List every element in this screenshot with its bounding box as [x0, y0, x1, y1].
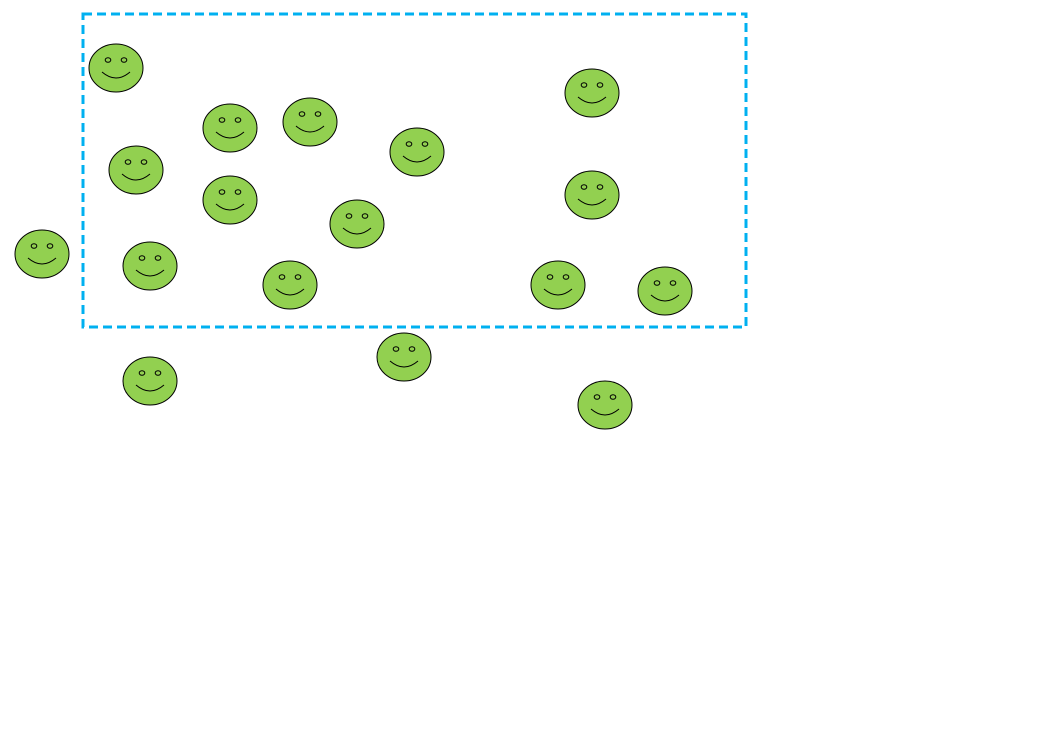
face-head	[530, 260, 586, 310]
smiley-face-icon	[122, 356, 178, 406]
face-head	[637, 266, 693, 316]
smiley-face-icon	[202, 175, 258, 225]
smiley-face-icon	[577, 380, 633, 430]
smile-mouth	[577, 96, 607, 104]
smiley-face-icon	[282, 97, 338, 147]
smile-mouth	[590, 408, 620, 416]
right-eye	[314, 111, 322, 117]
face-head	[202, 175, 258, 225]
smiley-face-icon	[122, 241, 178, 291]
smile-mouth	[135, 269, 165, 277]
left-eye	[298, 111, 306, 117]
right-eye	[154, 255, 162, 261]
smiley-face-icon	[262, 260, 318, 310]
smiley-face-icon	[389, 127, 445, 177]
right-eye	[609, 394, 617, 400]
left-eye	[104, 57, 112, 63]
face-head	[389, 127, 445, 177]
right-eye	[154, 370, 162, 376]
smile-mouth	[295, 125, 325, 133]
smile-mouth	[543, 288, 573, 296]
right-eye	[120, 57, 128, 63]
face-head	[14, 229, 70, 279]
smiley-face-icon	[108, 145, 164, 195]
face-head	[282, 97, 338, 147]
right-eye	[596, 184, 604, 190]
smile-mouth	[577, 198, 607, 206]
right-eye	[562, 274, 570, 280]
face-head	[564, 68, 620, 118]
left-eye	[218, 189, 226, 195]
smile-mouth	[215, 131, 245, 139]
smile-mouth	[650, 294, 680, 302]
right-eye	[46, 243, 54, 249]
right-eye	[361, 213, 369, 219]
dashed-boundary-box	[81, 12, 748, 329]
left-eye	[124, 159, 132, 165]
smile-mouth	[342, 227, 372, 235]
smiley-face-icon	[329, 199, 385, 249]
smiley-face-icon	[376, 332, 432, 382]
smile-mouth	[389, 360, 419, 368]
right-eye	[596, 82, 604, 88]
smiley-face-icon	[202, 103, 258, 153]
left-eye	[218, 117, 226, 123]
smile-mouth	[101, 71, 131, 79]
face-head	[564, 170, 620, 220]
left-eye	[30, 243, 38, 249]
right-eye	[234, 117, 242, 123]
smile-mouth	[121, 173, 151, 181]
left-eye	[278, 274, 286, 280]
right-eye	[140, 159, 148, 165]
smile-mouth	[402, 155, 432, 163]
smile-mouth	[135, 384, 165, 392]
smiley-face-icon	[564, 68, 620, 118]
face-head	[376, 332, 432, 382]
right-eye	[408, 346, 416, 352]
left-eye	[580, 82, 588, 88]
left-eye	[392, 346, 400, 352]
face-head	[88, 43, 144, 93]
right-eye	[234, 189, 242, 195]
face-head	[577, 380, 633, 430]
left-eye	[138, 255, 146, 261]
smiley-face-icon	[88, 43, 144, 93]
face-head	[329, 199, 385, 249]
left-eye	[546, 274, 554, 280]
left-eye	[580, 184, 588, 190]
right-eye	[669, 280, 677, 286]
smiley-face-icon	[530, 260, 586, 310]
smile-mouth	[215, 203, 245, 211]
left-eye	[405, 141, 413, 147]
face-head	[202, 103, 258, 153]
right-eye	[421, 141, 429, 147]
face-head	[122, 241, 178, 291]
left-eye	[138, 370, 146, 376]
left-eye	[345, 213, 353, 219]
face-head	[108, 145, 164, 195]
right-eye	[294, 274, 302, 280]
smile-mouth	[275, 288, 305, 296]
smiley-face-icon	[14, 229, 70, 279]
smiley-face-icon	[637, 266, 693, 316]
smiley-faces-group	[14, 43, 693, 430]
smile-mouth	[27, 257, 57, 265]
left-eye	[593, 394, 601, 400]
smiley-face-icon	[564, 170, 620, 220]
face-head	[262, 260, 318, 310]
face-head	[122, 356, 178, 406]
left-eye	[653, 280, 661, 286]
